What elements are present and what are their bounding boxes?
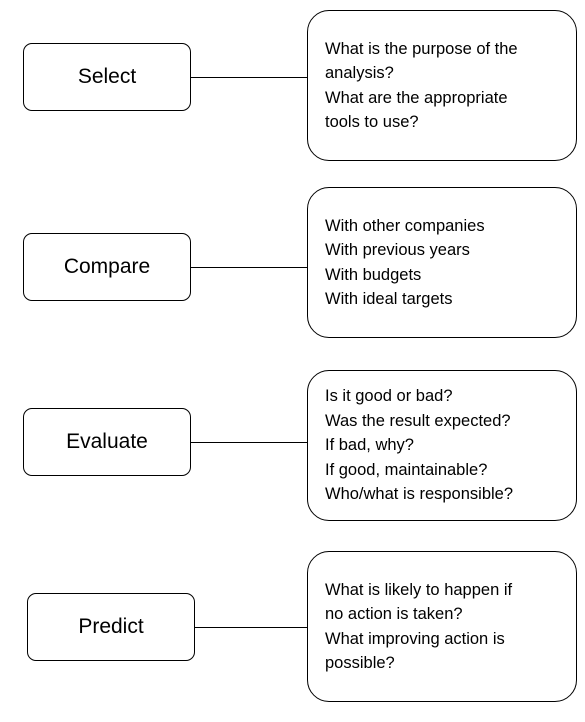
detail-line: Is it good or bad? <box>325 387 453 406</box>
step-box-compare: Compare <box>23 233 191 301</box>
step-box-select: Select <box>23 43 191 111</box>
step-label-predict: Predict <box>78 615 144 638</box>
detail-line: possible? <box>325 654 395 672</box>
connector-line-select <box>191 77 308 78</box>
detail-box-predict: What is likely to happen if no action is… <box>307 551 577 702</box>
detail-line: With budgets <box>325 265 422 284</box>
detail-line: With ideal targets <box>325 290 453 308</box>
detail-line: What is the purpose of the <box>325 39 518 58</box>
detail-line: With previous years <box>325 241 470 259</box>
connector-line-predict <box>195 627 308 628</box>
detail-box-evaluate: Is it good or bad? Was the result expect… <box>307 370 577 521</box>
connector-line-evaluate <box>191 442 308 443</box>
step-label-select: Select <box>77 65 137 88</box>
detail-line: If bad, why? <box>325 436 414 455</box>
detail-line: Was the result expected? <box>325 411 511 430</box>
detail-line: Who/what is responsible? <box>325 485 514 504</box>
detail-line: analysis? <box>325 64 394 82</box>
step-box-evaluate: Evaluate <box>23 408 191 476</box>
detail-line: What are the appropriate <box>325 88 508 107</box>
step-label-compare: Compare <box>63 255 151 278</box>
connector-line-compare <box>191 267 308 268</box>
step-label-evaluate: Evaluate <box>66 430 148 453</box>
detail-line: If good, maintainable? <box>325 460 488 479</box>
detail-line: no action is taken? <box>325 605 463 623</box>
detail-line: What improving action is <box>325 629 505 648</box>
detail-box-select: What is the purpose of the analysis? Wha… <box>307 10 577 161</box>
detail-line: With other companies <box>325 216 485 235</box>
detail-line: What is likely to happen if <box>325 580 513 599</box>
step-box-predict: Predict <box>27 593 195 661</box>
detail-box-compare: With other companies With previous years… <box>307 187 577 338</box>
detail-line: tools to use? <box>325 113 419 131</box>
